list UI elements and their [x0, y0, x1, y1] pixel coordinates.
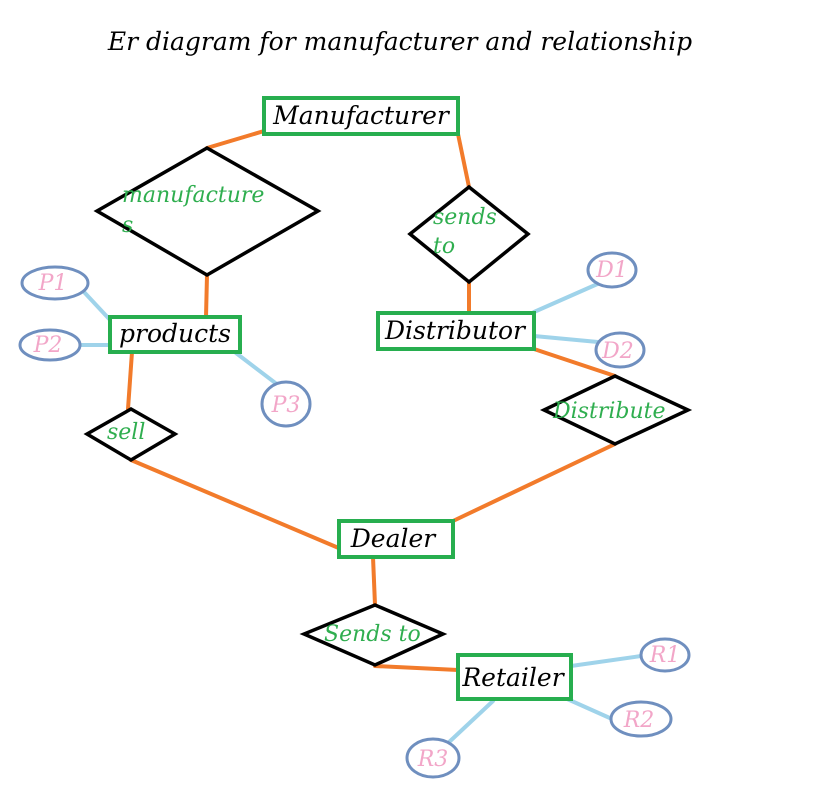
attribute-p2: P2 [18, 328, 82, 362]
d1-label: D1 [595, 258, 628, 283]
r3-label: R3 [417, 747, 449, 772]
attribute-r3: R3 [405, 737, 461, 779]
r1-label: R1 [649, 643, 681, 668]
connector-r2 [563, 696, 614, 721]
orange-connectors [126, 129, 617, 672]
dealer-label: Dealer [350, 524, 438, 553]
r3-ellipse [405, 737, 461, 779]
connector-manufacturer-manufactures [205, 129, 266, 150]
sends-to-diamond-1 [407, 184, 531, 285]
connector-distribute-dealer [451, 442, 617, 523]
entity-dealer: Dealer [337, 519, 455, 559]
sends-to-label-line2: to [433, 234, 455, 259]
connector-d2 [532, 334, 600, 344]
distribute-diamond [539, 374, 693, 446]
relationship-sell: sell [83, 406, 179, 463]
p1-label: P1 [38, 271, 68, 296]
sell-label: sell [107, 420, 145, 445]
d2-label: D2 [601, 339, 634, 364]
r1-ellipse [639, 637, 691, 673]
p2-label: P2 [33, 333, 63, 358]
sell-diamond [83, 406, 179, 463]
connector-manufacturer-sends-to [456, 132, 471, 189]
entity-products: products [108, 315, 242, 354]
connector-products-sell [126, 350, 134, 411]
sends-to-label-line1: sends [433, 205, 497, 230]
p3-label: P3 [271, 393, 301, 418]
entity-retailer: Retailer [456, 653, 573, 701]
connector-p3 [234, 351, 280, 387]
connector-dealer-sends-to [371, 555, 377, 607]
p2-ellipse [18, 328, 82, 362]
distributor-label: Distributor [384, 316, 527, 345]
connector-r3 [445, 699, 495, 746]
relationship-distribute: Distribute [539, 374, 693, 446]
p3-ellipse [260, 380, 312, 428]
sends-to-2-label: Sends to [324, 622, 421, 647]
attribute-r1: R1 [639, 637, 691, 673]
manufactures-diamond [93, 145, 322, 278]
d1-ellipse [586, 251, 638, 289]
distributor-box [376, 311, 536, 351]
connector-p1 [82, 290, 114, 324]
connector-manufactures-products [204, 273, 209, 319]
connector-distributor-distribute [532, 347, 617, 378]
attribute-r2: R2 [609, 700, 673, 738]
attribute-p1: P1 [20, 265, 90, 301]
r2-label: R2 [623, 708, 655, 733]
entity-manufacturer: Manufacturer [262, 96, 460, 136]
retailer-box [456, 653, 573, 701]
attribute-connectors [76, 280, 643, 746]
products-box [108, 315, 242, 354]
relationship-sends-to-distributor: sends to [407, 184, 531, 285]
d2-ellipse [594, 331, 646, 369]
retailer-label: Retailer [461, 663, 565, 692]
attribute-d1: D1 [586, 251, 638, 289]
connector-sell-dealer [129, 458, 343, 551]
p1-ellipse [20, 265, 90, 301]
connector-d1 [532, 280, 604, 314]
distribute-label: Distribute [552, 399, 665, 424]
r2-ellipse [609, 700, 673, 738]
attribute-d2: D2 [594, 331, 646, 369]
dealer-box [337, 519, 455, 559]
connector-r1 [569, 654, 643, 668]
relationship-sends-to-retailer: Sends to [299, 603, 448, 667]
manufactures-label-line1: manufacture [122, 183, 264, 208]
attribute-p3: P3 [260, 380, 312, 428]
diagram-title: Er diagram for manufacturer and relation… [107, 27, 692, 56]
entity-distributor: Distributor [376, 311, 536, 351]
manufacturer-box [262, 96, 460, 136]
manufactures-label-line2: s [122, 213, 133, 238]
connector-sends-to-retailer [373, 664, 460, 672]
sends-to-diamond-2 [299, 603, 448, 667]
relationship-manufactures: manufacture s [93, 145, 322, 278]
manufacturer-label: Manufacturer [272, 101, 451, 130]
products-label: products [119, 319, 231, 348]
